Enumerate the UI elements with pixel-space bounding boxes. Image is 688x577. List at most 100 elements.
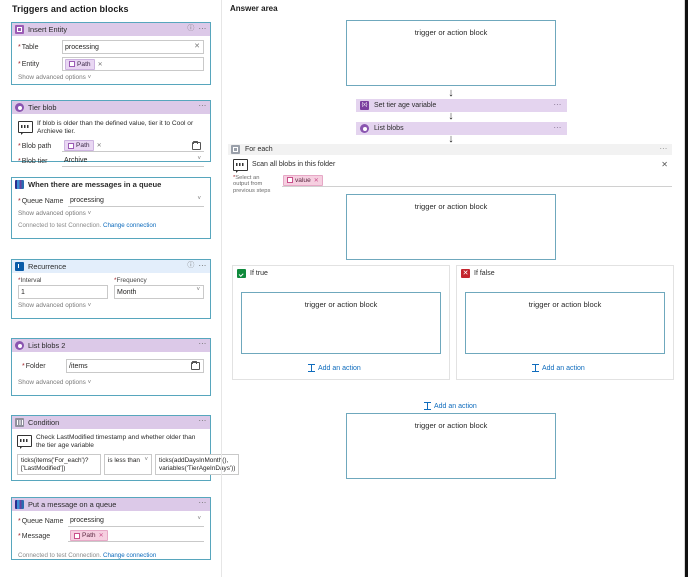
chevron-down-icon[interactable]: ˅: [197, 196, 201, 202]
branch-label: If false: [474, 270, 495, 277]
folder-picker-icon[interactable]: [191, 360, 200, 370]
field-queue-name: *Queue Name processing ˅: [18, 515, 204, 527]
arrow-down-icon: ↓: [448, 87, 454, 99]
branch-if-true[interactable]: If true trigger or action block Add an a…: [232, 265, 450, 380]
field-label: *Queue Name: [18, 197, 64, 205]
queue-name-select[interactable]: processing ˅: [68, 515, 204, 527]
field-blob-path: *Blob path Path ✕: [18, 140, 204, 152]
folder-input[interactable]: /items: [66, 359, 204, 373]
dynamic-token[interactable]: value ✕: [283, 174, 323, 186]
show-advanced-options-link[interactable]: Show advanced options ˅: [18, 74, 92, 81]
blob-tier-select[interactable]: Archive ˅: [62, 155, 204, 167]
more-icon[interactable]: ⋯: [198, 261, 207, 270]
card-recurrence[interactable]: Recurrence ⓘ ⋯ *Interval 1 *Frequency: [11, 259, 211, 319]
step-label: Set tier age variable: [374, 102, 437, 109]
field-entity: *Entity Path ✕: [18, 57, 204, 71]
field-folder: *Folder /items: [18, 359, 204, 373]
blob-icon: [15, 103, 24, 112]
dropzone-label: trigger or action block: [414, 28, 488, 37]
right-edge-border: [685, 0, 688, 577]
show-advanced-options-link[interactable]: Show advanced options ˅: [18, 379, 92, 386]
more-icon[interactable]: ⋯: [198, 498, 207, 507]
condition-left-operand[interactable]: ticks(items('For_each')?['LastModified']…: [17, 454, 101, 476]
more-icon[interactable]: ⋯: [553, 100, 562, 109]
branch-if-false[interactable]: If false trigger or action block Add an …: [456, 265, 674, 380]
entity-input[interactable]: Path ✕: [62, 57, 204, 71]
token-label: Path: [82, 532, 96, 539]
add-action-bottom[interactable]: Add an action: [424, 402, 477, 410]
token-icon: [68, 142, 74, 149]
card-put-message-on-queue[interactable]: Put a message on a queue ⋯ *Queue Name p…: [11, 497, 211, 560]
dynamic-token[interactable]: Path: [64, 140, 94, 151]
dynamic-token[interactable]: Path ✕: [70, 530, 108, 541]
field-label: *Blob tier: [18, 157, 48, 165]
step-set-tier-age-variable[interactable]: {x} Set tier age variable ⋯: [356, 99, 567, 112]
token-remove-icon[interactable]: ✕: [313, 177, 319, 184]
message-input[interactable]: Path ✕: [68, 530, 204, 542]
condition-operator-select[interactable]: is less than ˅: [104, 454, 152, 476]
token-icon: [69, 61, 75, 67]
interval-input[interactable]: 1: [18, 285, 108, 299]
chevron-down-icon[interactable]: ˅: [144, 457, 148, 463]
more-icon[interactable]: ⋯: [198, 416, 207, 425]
frequency-select[interactable]: Month ˅: [114, 285, 204, 299]
token-icon: [287, 177, 293, 183]
dynamic-token[interactable]: Path: [65, 58, 95, 70]
card-title: List blobs 2: [28, 341, 66, 350]
card-header: When there are messages in a queue: [12, 178, 210, 191]
chevron-down-icon[interactable]: ˅: [197, 156, 201, 162]
change-connection-link[interactable]: Change connection: [102, 552, 157, 559]
chevron-down-icon[interactable]: ˅: [197, 516, 201, 522]
clear-icon[interactable]: ✕: [194, 43, 200, 50]
add-action-if-true[interactable]: Add an action: [308, 364, 361, 372]
foreach-block[interactable]: For each ⋯ Scan all blobs in this folder…: [228, 144, 672, 194]
more-icon[interactable]: ⋯: [553, 123, 562, 132]
description-text: If blob is older than the defined value,…: [37, 120, 194, 135]
token-remove-icon[interactable]: ✕: [97, 61, 103, 68]
blob-path-input[interactable]: Path ✕: [62, 140, 204, 152]
close-icon[interactable]: ✕: [661, 160, 668, 169]
card-tier-blob[interactable]: Tier blob ⋯ If blob is older than the de…: [11, 100, 211, 167]
folder-picker-icon[interactable]: [192, 140, 201, 150]
dropzone-trigger-top[interactable]: trigger or action block: [346, 20, 556, 86]
step-list-blobs[interactable]: List blobs ⋯: [356, 122, 567, 135]
info-icon[interactable]: ⓘ: [187, 262, 195, 269]
more-icon[interactable]: ⋯: [659, 144, 668, 153]
foreach-header: For each ⋯: [228, 144, 672, 155]
token-remove-icon[interactable]: ✕: [96, 143, 102, 149]
dropzone-trigger-if-true[interactable]: trigger or action block: [241, 292, 441, 354]
dropzone-trigger-if-false[interactable]: trigger or action block: [465, 292, 665, 354]
info-icon[interactable]: ⓘ: [187, 25, 195, 32]
add-action-if-false[interactable]: Add an action: [532, 364, 585, 372]
card-condition[interactable]: Condition ⋯ Check LastModified timestamp…: [11, 415, 240, 481]
output-input[interactable]: value ✕: [282, 174, 672, 187]
condition-right-operand[interactable]: ticks(addDaysInMonth(), variables('TierA…: [155, 454, 240, 476]
table-input[interactable]: processing ✕: [62, 40, 204, 54]
connection-status: Connected to test Connection. Change con…: [18, 222, 204, 229]
field-label: *Entity: [18, 60, 40, 68]
card-header: Recurrence ⓘ ⋯: [12, 260, 210, 273]
card-when-messages-in-queue[interactable]: When there are messages in a queue *Queu…: [11, 177, 211, 239]
change-connection-link[interactable]: Change connection: [102, 222, 157, 229]
comment-icon: [18, 120, 33, 135]
recurrence-icon: [15, 262, 24, 271]
chevron-down-icon[interactable]: ˅: [196, 287, 200, 293]
more-icon[interactable]: ⋯: [198, 339, 207, 348]
more-icon[interactable]: ⋯: [198, 24, 207, 33]
field-frequency: *Frequency Month ˅: [114, 277, 204, 299]
more-icon[interactable]: ⋯: [198, 101, 207, 110]
dropzone-trigger-bottom[interactable]: trigger or action block: [346, 413, 556, 479]
show-advanced-options-link[interactable]: Show advanced options ˅: [18, 302, 92, 309]
dropzone-trigger-foreach[interactable]: trigger or action block: [346, 194, 556, 260]
queue-name-select[interactable]: processing ˅: [68, 195, 204, 207]
header-actions: ⓘ ⋯: [187, 261, 207, 270]
field-interval: *Interval 1: [18, 277, 108, 299]
show-advanced-options-link[interactable]: Show advanced options ˅: [18, 210, 92, 217]
card-list-blobs-2[interactable]: List blobs 2 ⋯ *Folder /items Show advan…: [11, 338, 211, 396]
token-icon: [74, 532, 80, 539]
card-insert-entity[interactable]: Insert Entity ⓘ ⋯ *Table processing ✕ *E…: [11, 22, 211, 85]
field-value: /items: [69, 362, 88, 370]
token-label: Path: [76, 142, 90, 149]
token-remove-icon[interactable]: ✕: [98, 533, 104, 539]
